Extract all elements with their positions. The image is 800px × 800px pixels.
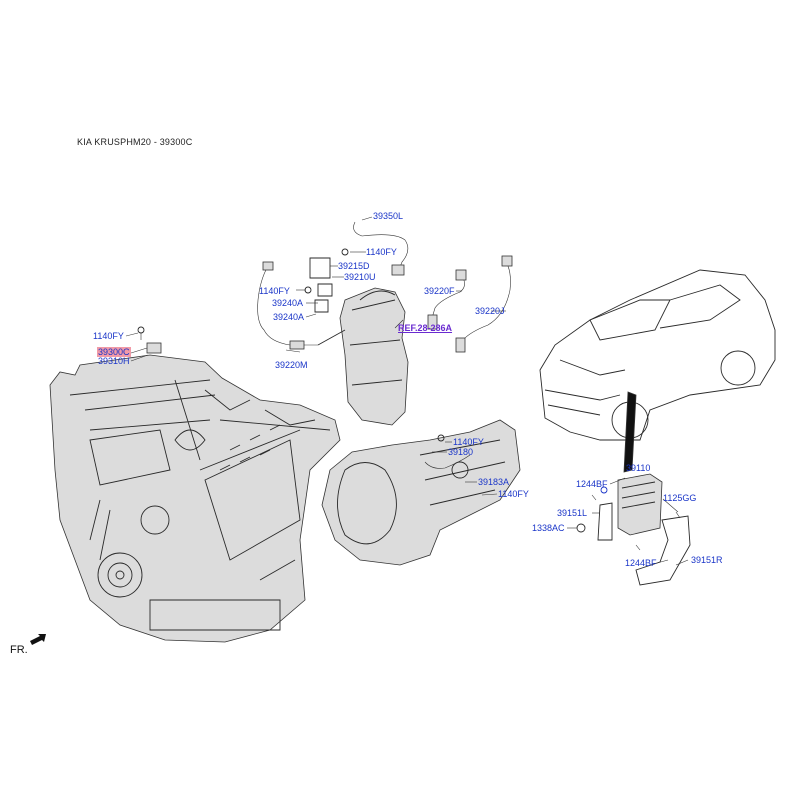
part-label-39183A[interactable]: 39183A <box>478 477 510 487</box>
diagram-title: KIA KRUSPHM20 - 39300C <box>77 137 193 147</box>
ecu-assembly <box>576 473 691 586</box>
engine-assembly <box>49 354 341 643</box>
part-label-1140FY[interactable]: 1140FY <box>453 437 484 447</box>
transmission-assembly <box>321 419 521 566</box>
reference-link-28-286A[interactable]: REF.28-286A <box>398 323 453 333</box>
part-label-39110[interactable]: 39110 <box>626 463 651 473</box>
part-label-39180[interactable]: 39180 <box>448 447 474 457</box>
part-label-39220J[interactable]: 39220J <box>475 306 505 316</box>
leader-lines <box>125 216 689 566</box>
part-label-39220M[interactable]: 39220M <box>275 360 308 370</box>
front-direction-label: FR. <box>10 644 28 656</box>
vehicle-illustration <box>539 269 776 473</box>
cam-sensor <box>137 326 162 354</box>
front-arrow-icon <box>30 634 46 645</box>
part-label-1244BF[interactable]: 1244BF <box>625 558 657 568</box>
part-label-1140FY[interactable]: 1140FY <box>366 247 397 257</box>
part-label-39310H[interactable]: 39310H <box>98 356 130 366</box>
part-label-1140FY[interactable]: 1140FY <box>498 489 529 499</box>
part-label-1140FY[interactable]: 1140FY <box>93 331 124 341</box>
part-label-39300C-highlighted[interactable]: 39300C <box>97 347 131 357</box>
part-label-39151R[interactable]: 39151R <box>691 555 723 565</box>
part-label-39210U[interactable]: 39210U <box>344 272 376 282</box>
part-label-39215D[interactable]: 39215D <box>338 261 370 271</box>
part-label-39240A[interactable]: 39240A <box>272 298 304 308</box>
oxygen-sensor-wiring <box>257 221 513 353</box>
part-label-39151L[interactable]: 39151L <box>557 508 588 518</box>
part-label-1244BF[interactable]: 1244BF <box>576 479 608 489</box>
catalytic-converter <box>317 287 409 426</box>
part-label-1338AC[interactable]: 1338AC <box>532 523 565 533</box>
part-label-39220F[interactable]: 39220F <box>424 286 455 296</box>
part-label-1140FY[interactable]: 1140FY <box>259 286 290 296</box>
part-label-39350L[interactable]: 39350L <box>373 211 404 221</box>
part-label-39240A[interactable]: 39240A <box>273 312 305 322</box>
part-label-1125GG[interactable]: 1125GG <box>663 493 697 503</box>
